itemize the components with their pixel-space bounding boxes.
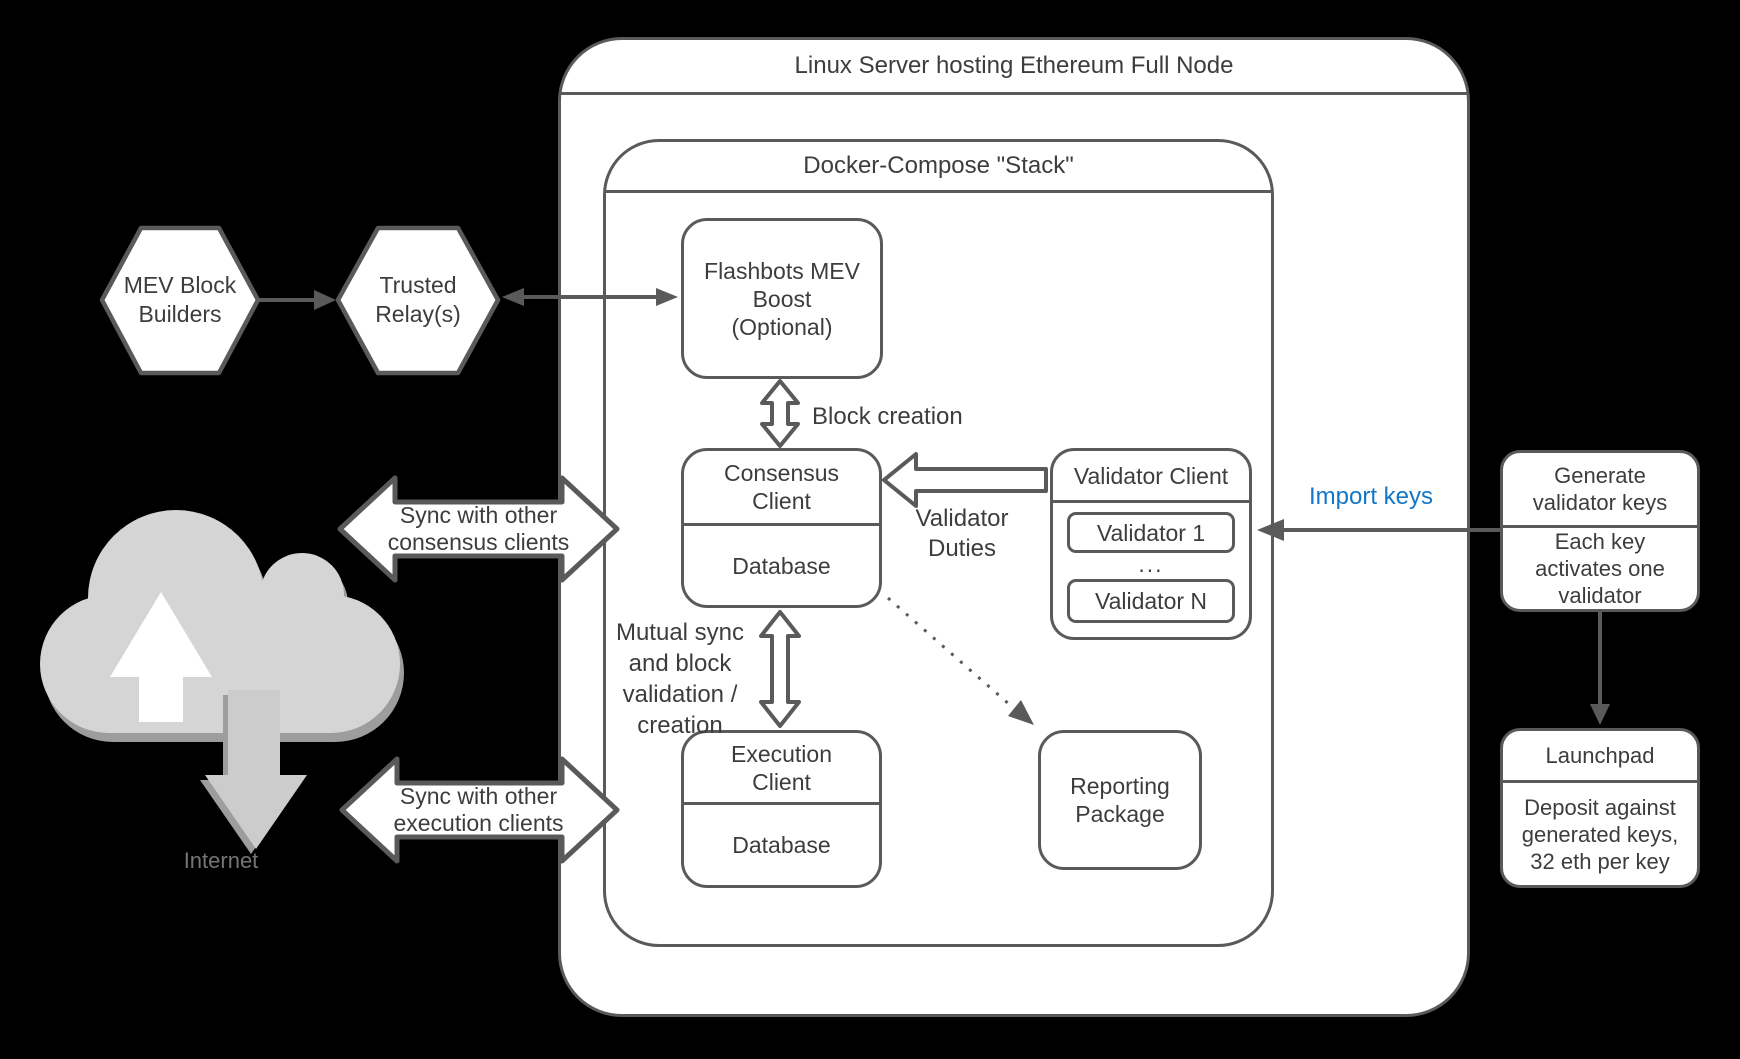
trusted-relays-label: Trusted Relay(s) — [375, 272, 461, 327]
execution-client-node: Execution Client Database — [681, 730, 882, 888]
consensus-database-section: Database — [732, 552, 831, 579]
validator-n-item: Validator N — [1067, 579, 1235, 623]
launchpad-note: Deposit against generated keys, 32 eth p… — [1521, 794, 1679, 874]
arrow-import-keys — [1257, 519, 1500, 541]
flashbots-label-line: (Optional) — [731, 313, 833, 340]
validator-1-item: Validator 1 — [1067, 512, 1235, 553]
docker-stack-title: Docker-Compose "Stack" — [803, 152, 1074, 179]
internet-cloud-icon — [40, 510, 404, 854]
generate-keys-node: Generate validator keys Each key activat… — [1500, 450, 1700, 612]
consensus-client-title: Consensus Client — [684, 451, 879, 526]
generate-keys-note: Each key activates one validator — [1535, 529, 1665, 608]
sync-execution-label: Sync with other execution clients — [393, 783, 564, 836]
mutual-sync-label: Mutual sync and block validation / creat… — [615, 619, 745, 739]
linux-server-titlebar: Linux Server hosting Ethereum Full Node — [561, 40, 1467, 95]
consensus-client-node: Consensus Client Database — [681, 448, 882, 608]
internet-label: Internet — [183, 848, 259, 873]
docker-stack-titlebar: Docker-Compose "Stack" — [606, 142, 1271, 193]
arrow-mev-to-relay — [258, 290, 336, 310]
arrow-validator-duties — [882, 452, 1048, 508]
arrow-mutual-sync — [759, 610, 801, 728]
mev-builders-label: MEV Block Builders — [123, 272, 237, 327]
flashbots-label-line: Boost — [752, 285, 812, 312]
validator-list: Validator 1 ... Validator N — [1053, 503, 1249, 637]
upload-arrow-icon — [110, 592, 212, 722]
generate-keys-title: Generate validator keys — [1503, 453, 1697, 528]
arrow-generate-to-launchpad — [1590, 612, 1610, 725]
trusted-relays-hexagon — [335, 225, 501, 376]
flashbots-mev-boost-node: Flashbots MEV Boost (Optional) — [681, 218, 883, 379]
arrow-consensus-to-reporting — [887, 596, 1034, 725]
execution-database-section: Database — [732, 832, 831, 858]
arrow-block-creation — [760, 379, 800, 448]
launchpad-title: Launchpad — [1503, 731, 1697, 783]
cloud-body — [40, 510, 400, 733]
flashbots-label-line: Flashbots MEV — [704, 257, 860, 284]
arrow-relay-flashbots — [502, 288, 678, 306]
block-creation-label: Block creation — [812, 403, 963, 430]
sync-consensus-label: Sync with other consensus clients — [387, 502, 570, 555]
download-arrow-icon — [205, 690, 307, 849]
linux-server-title: Linux Server hosting Ethereum Full Node — [794, 52, 1234, 79]
arrow-sync-execution — [339, 756, 620, 864]
validator-ellipsis: ... — [1138, 551, 1164, 577]
arrow-sync-consensus — [337, 475, 620, 583]
execution-client-title: Execution Client — [684, 733, 879, 805]
reporting-package-node: Reporting Package — [1038, 730, 1202, 870]
validator-duties-label: Validator Duties — [915, 505, 1009, 562]
launchpad-node: Launchpad Deposit against generated keys… — [1500, 728, 1700, 888]
import-keys-label: Import keys — [1308, 483, 1434, 510]
validator-client-node: Validator Client Validator 1 ... Validat… — [1050, 448, 1252, 640]
validator-client-title: Validator Client — [1053, 451, 1249, 503]
